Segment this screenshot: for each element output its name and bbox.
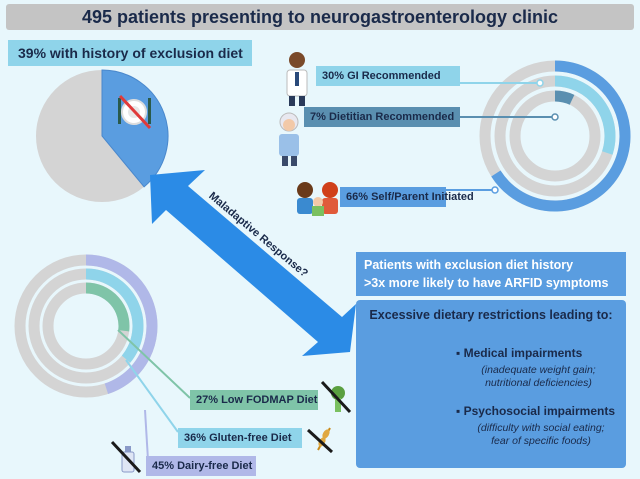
ring-doctor (554, 75, 616, 155)
psychosocial-impairments-detail-1: (difficulty with social eating; (477, 422, 605, 434)
exclusion-pie-chart (36, 69, 169, 202)
psychosocial-impairments-heading: ▪ Psychosocial impairments (456, 404, 615, 418)
dietitian-icon (279, 112, 299, 166)
low-fodmap-label: 27% Low FODMAP Diet (190, 390, 318, 410)
arfid-line-2: >3x more likely to have ARFID symptoms (364, 276, 609, 290)
ring-family (491, 60, 631, 212)
psychosocial-impairments-item: ▪ Psychosocial impairments (difficulty w… (456, 404, 626, 448)
doctor-icon (286, 52, 308, 106)
medical-impairments-detail-2: nutritional deficiencies) (485, 377, 592, 389)
no-food-icon (118, 94, 152, 130)
psychosocial-impairments-detail-2: fear of specific foods) (491, 435, 591, 447)
ring-no-vegetable (85, 282, 130, 332)
medical-impairments-item: ▪ Medical impairments (inadequate weight… (456, 346, 621, 390)
recommendation-connectors (445, 79, 559, 194)
ring-dietitian (554, 90, 575, 105)
medical-impairments-detail-1: (inadequate weight gain; (481, 364, 596, 376)
self-parent-initiated-label: 66% Self/Parent Initiated (340, 187, 474, 207)
gluten-free-label: 36% Gluten-free Diet (178, 428, 302, 448)
gi-recommended-label: 30% GI Recommended (316, 66, 460, 86)
ring-dietitian-track (509, 90, 601, 182)
dairy-free-label: 45% Dairy-free Diet (146, 456, 256, 476)
maladaptive-double-arrow (150, 170, 356, 356)
page-title: 495 patients presenting to neurogastroen… (6, 4, 634, 30)
arfid-line-1: Patients with exclusion diet history (364, 258, 574, 272)
family-icon (297, 182, 338, 216)
restrictions-box: Excessive dietary restrictions leading t… (356, 300, 626, 468)
diet-connectors (117, 329, 191, 461)
restrictions-title: Excessive dietary restrictions leading t… (369, 308, 613, 322)
diet-ring-chart (14, 254, 158, 398)
no-milk-icon (110, 440, 142, 474)
exclusion-history-label: 39% with history of exclusion diet (8, 40, 252, 66)
psychosocial-impairments-text: Psychosocial impairments (463, 404, 615, 418)
no-wheat-icon (306, 427, 334, 454)
medical-impairments-heading: ▪ Medical impairments (456, 346, 583, 360)
recommendation-ring-chart (479, 60, 631, 212)
no-vegetable-icon (320, 380, 352, 414)
arfid-finding-box: Patients with exclusion diet history >3x… (356, 252, 626, 296)
dietitian-recommended-label: 7% Dietitian Recommended (304, 107, 460, 127)
medical-impairments-text: Medical impairments (463, 346, 583, 360)
ring-no-milk (85, 254, 158, 394)
